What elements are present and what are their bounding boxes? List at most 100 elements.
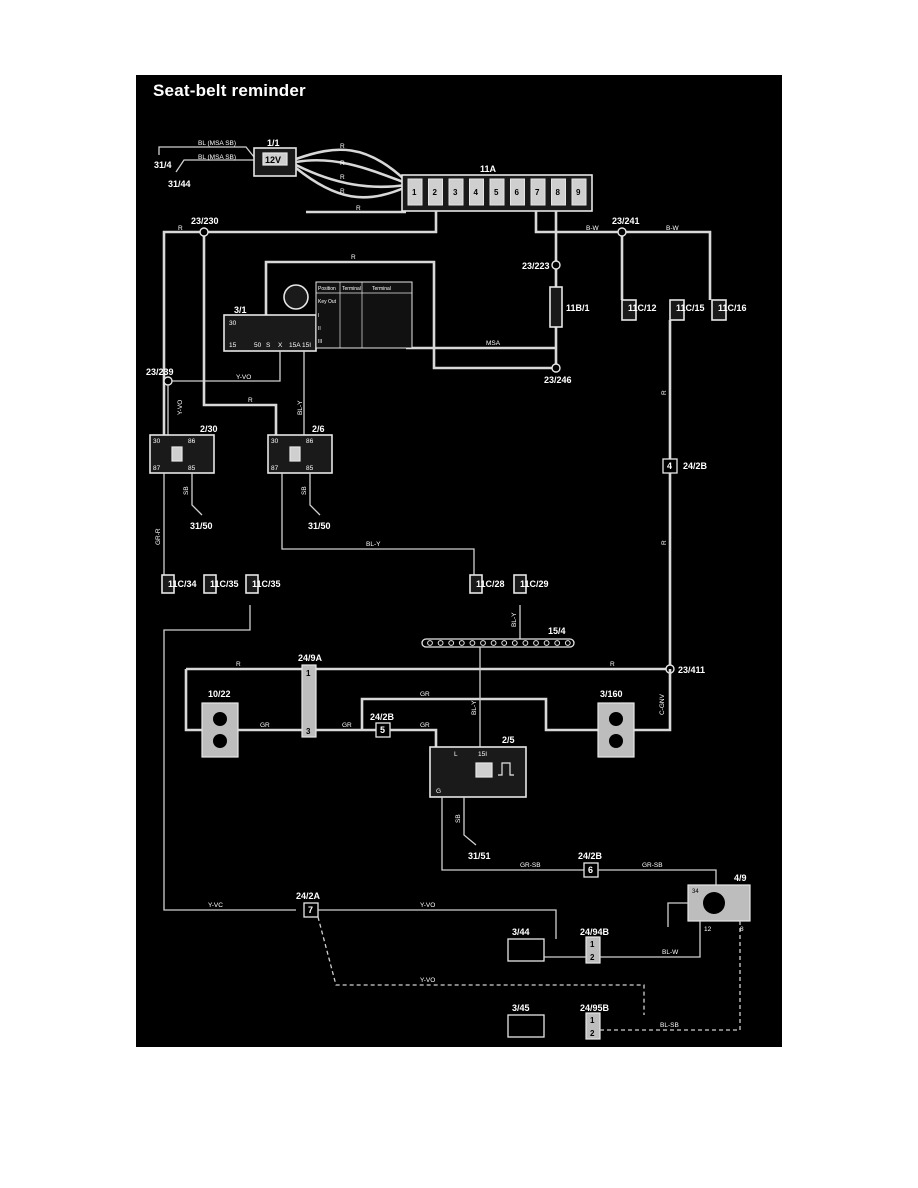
wire-label-bl-sb: BL-SB [660,1022,679,1029]
wire-label-r-11: R [236,661,241,668]
connector-11c-16 [711,299,727,321]
pin-85-relay-2-6: 85 [306,465,314,472]
wire-gr-4 [360,697,598,732]
battery-cell [262,152,288,166]
wire-label-b-w-2: B-W [666,225,680,232]
sensor-icon-2 [213,734,227,748]
seat-sensor-3-45 [507,1014,545,1038]
table-header-terminal: Terminal [342,286,361,292]
label-23-241: 23/241 [612,216,640,226]
wire-bl-w [600,921,701,958]
wire-label-r-9: R [661,390,668,395]
bus-terminal [533,640,539,646]
bus-terminal [554,640,561,646]
wire-label-gr-1: GR [260,722,270,729]
wire-r-ignition-loop [264,260,556,370]
diagram-panel: Seat-belt reminder 31/4 31/44 BL (MSA SB… [136,75,782,1047]
wire-label-r-4: R [340,188,345,195]
bus-terminal [564,640,571,646]
label-23-411: 23/411 [678,665,705,675]
battery-voltage: 12V [265,155,281,165]
fuse-number: 8 [556,188,561,197]
ignition-switch-3-1 [223,314,317,352]
splice-23-246 [551,363,561,373]
pin-15i-2-5: 15I [478,751,487,758]
pin-50-3-1: 50 [254,342,262,349]
label-3-45: 3/45 [512,1003,530,1013]
sensor-icon-4 [609,734,623,748]
label-11c-15: 11C/15 [676,303,705,313]
fuse-number: 9 [576,188,581,197]
wire-label-sb-1: SB [183,486,190,495]
wire-label-bl-y-1: BL-Y [297,400,304,415]
wire-label-r-5: R [356,205,361,212]
label-4-9: 4/9 [734,873,747,883]
wire-label-bl-y-3: BL-Y [511,612,518,627]
table-header-terminal-2: Terminal [372,286,391,292]
connector-11c-28 [469,574,483,594]
label-31-4: 31/4 [154,160,172,170]
bus-dots [427,640,571,646]
wire-label-r-2: R [340,160,345,167]
pin-87-relay-2-6: 87 [271,465,279,472]
fuse-slot [510,178,525,206]
wire-r-main-left [162,211,438,435]
splice-23-223 [551,260,561,270]
wire-y-vo-1 [168,351,281,382]
wire-label-gr-3: GR [420,722,430,729]
label-3-44: 3/44 [512,927,530,937]
relay-coil-2-30 [171,446,183,462]
bus-terminal [501,640,508,646]
fuse-slot [469,178,484,206]
pin-1-24-9a: 1 [306,669,311,678]
bus-terminal [543,640,550,646]
key-icon [283,284,309,310]
wire-sb-1 [191,473,203,516]
label-31-50-b: 31/50 [308,521,331,531]
fuse-slot [448,178,464,206]
label-11b1: 11B/1 [566,303,590,313]
label-23-223: 23/223 [522,261,550,271]
wire-label-gr-4: GR [420,691,430,698]
label-3-1: 3/1 [234,305,247,315]
wire-label-r-3: R [340,174,345,181]
bus-terminal [469,640,476,646]
pin-s-3-1: S [266,342,271,349]
pin-1-24-95b: 1 [590,1016,595,1025]
battery-cables [295,148,407,199]
fuse-number: 4 [474,188,479,197]
fuse-slot [428,178,443,206]
wire-gr-3 [390,728,438,747]
table-row-key-out: Key Out [318,299,337,305]
wire-y-vc-left [163,605,296,911]
pin-12-4-9: 12 [704,926,712,933]
label-11a: 11A [480,164,497,174]
wire-sb-3 [463,797,477,846]
buckle-switch-3-160 [597,702,635,758]
wire-gr-sb-2 [598,869,717,885]
wire-label-y-vc: Y-VC [208,902,223,909]
pin-30-3-1: 30 [229,320,237,327]
wire-label-b-w-1: B-W [586,225,600,232]
pin-34-4-9: 34 [692,889,699,895]
sensor-icon-3 [609,712,623,726]
wire-r-to-2-6 [202,232,278,435]
pin-g-2-5: G [436,788,441,795]
wire-label-bl-msa-sb-1: BL (MSA SB) [198,140,236,147]
label-31-44: 31/44 [168,179,191,189]
pin-l-2-5: L [454,751,458,758]
label-11c-28: 11C/28 [476,579,505,589]
label-24-2b-mid: 24/2B [370,712,395,722]
bus-terminal [480,640,486,646]
label-24-94b: 24/94B [580,927,610,937]
label-24-95b: 24/95B [580,1003,610,1013]
table-header-position: Position [318,286,336,292]
wire-y-vo-dashed [317,916,645,1015]
pin-30-relay-2-6: 30 [271,438,279,445]
pin-15-3-1: 15 [229,342,237,349]
label-11c-29: 11C/29 [520,579,549,589]
label-2-5: 2/5 [502,735,515,745]
fuse-slot [571,178,587,206]
bus-terminal [458,640,465,646]
pin-1-24-94b: 1 [590,940,595,949]
